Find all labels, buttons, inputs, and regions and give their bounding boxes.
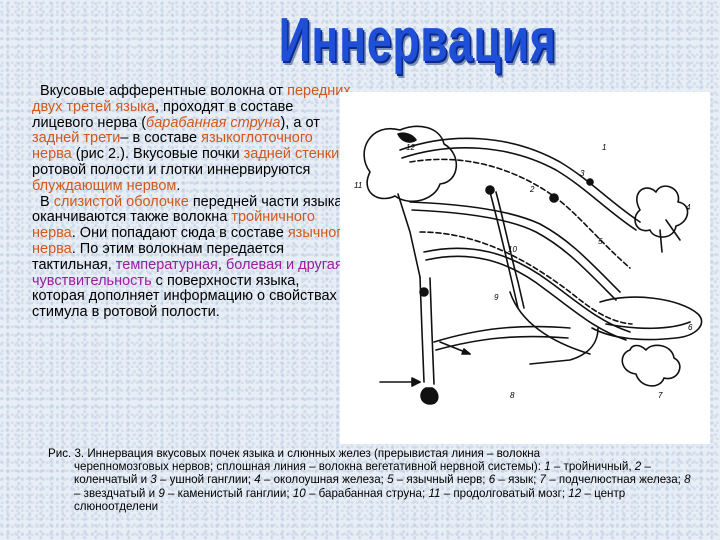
text-run: блуждающим нервом: [32, 177, 177, 194]
caption-run: 8: [684, 473, 691, 487]
fig-label-4: 4: [686, 203, 691, 212]
medulla: [397, 193, 421, 278]
salivation-center: [397, 132, 417, 143]
text-run: слизистой оболочке: [53, 193, 189, 210]
caption-run: – подчелюстная железа;: [546, 473, 685, 487]
text-run: язычного нерва: [32, 225, 350, 257]
text-run: ,: [217, 256, 226, 273]
geniculate-ganglion: [485, 185, 495, 195]
text-run: передних двух третей языка: [32, 83, 351, 115]
caption-run: – тройничный,: [550, 460, 635, 474]
caption-run: 5: [387, 473, 394, 487]
parotid-gland: [634, 185, 689, 238]
fig-label-8: 8: [510, 391, 515, 400]
stellate-ganglion: [420, 387, 439, 405]
nerve-trunk-lower: [423, 247, 631, 333]
text-run: ), а от: [280, 114, 320, 131]
trigeminal-ganglion: [586, 178, 594, 186]
caption-run: – каменистый ганглии;: [164, 486, 293, 500]
caption-run: 3: [150, 473, 157, 487]
brain-outline: [363, 125, 458, 203]
fig-label-7: 7: [658, 391, 663, 400]
text-run: – в составе: [120, 130, 202, 147]
caption-run: 4: [254, 473, 261, 487]
innervation-diagram-svg: 12 11 1 2 3 4 5 6 7 8 9 10: [354, 125, 703, 405]
fig-label-11: 11: [354, 181, 362, 190]
text-run: , проходят в составе лицевого нерва (: [32, 98, 294, 131]
text-run: задней стенки: [243, 146, 340, 163]
text-run: .: [176, 177, 181, 194]
jaw-outline: [529, 327, 599, 365]
body-text: Вкусовые афферентные волокна от передних…: [32, 83, 352, 321]
paragraph-taste-afferents: Вкусовые афферентные волокна от передних…: [32, 83, 352, 195]
fig-label-5: 5: [598, 237, 603, 246]
caption-run: 2: [634, 460, 642, 474]
nerve-trunk-upper: [399, 137, 641, 223]
submandibular-gland: [621, 344, 681, 387]
caption-run: – продолговатый мозг;: [440, 486, 569, 500]
caption-run: 6: [488, 473, 496, 487]
caption-run: – центр слюноотделени: [74, 486, 626, 513]
petrosal-ganglion: [419, 287, 429, 297]
text-run: ротовой полости и глотки иннервируются: [32, 161, 311, 178]
caption-run: черепномозговых нервов; сплошная линия –…: [74, 460, 545, 474]
figure-caption: Рис. 3. Иннервация вкусовых почек языка …: [48, 447, 698, 513]
cranial-fibers-dashed: [409, 158, 631, 269]
fig-label-1: 1: [602, 143, 606, 152]
fig-label-10: 10: [508, 245, 517, 254]
caption-run: 11: [428, 486, 441, 500]
caption-run: 7: [539, 473, 546, 487]
text-run: с поверхности языка, которая дополняет и…: [32, 272, 337, 321]
caption-run: – ушной ганглии;: [156, 473, 255, 487]
fig-label-2: 2: [529, 185, 535, 194]
text-run: барабанная струна: [146, 114, 281, 131]
otic-ganglion: [549, 193, 559, 203]
text-run: тройничного нерва: [32, 209, 315, 242]
innervation-diagram: 12 11 1 2 3 4 5 6 7 8 9 10: [340, 92, 710, 444]
caption-run: – язык;: [495, 473, 540, 487]
caption-lead: Рис. 3. Иннервация вкусовых почек языка …: [48, 447, 541, 460]
text-run: задней трети: [32, 130, 121, 147]
tongue: [591, 296, 703, 341]
text-run: передней части языка оканчиваются также …: [32, 193, 343, 226]
caption-run: 1: [544, 460, 551, 474]
caption-run: – коленчатый и: [74, 460, 651, 487]
fig-label-3: 3: [580, 169, 585, 178]
caption-run: – околоушная железа;: [260, 473, 388, 487]
fig-label-6: 6: [688, 323, 693, 332]
text-run: . Они попадают сюда в составе: [71, 225, 288, 242]
caption-run: – барабанная струна;: [305, 486, 429, 500]
paragraph-trigeminal: В слизистой оболочке передней части язык…: [32, 193, 352, 321]
text-run: температурная: [115, 256, 218, 273]
caption-run: 9: [158, 486, 165, 500]
caption-run: 10: [292, 486, 306, 500]
fig-label-9: 9: [494, 293, 499, 302]
text-run: (рис 2.). Вкусовые почки: [71, 146, 244, 163]
nerve-trunk-middle: [409, 201, 621, 293]
chorda-tympani: [489, 191, 519, 309]
fig-label-12: 12: [406, 143, 415, 152]
text-run: В: [40, 193, 54, 210]
caption-legend: черепномозговых нервов; сплошная линия –…: [48, 460, 698, 513]
caption-run: – язычный нерв;: [393, 473, 489, 487]
text-run: языкоглоточного нерва: [32, 130, 313, 163]
caption-run: 12: [568, 486, 582, 500]
text-run: . По этим волокнам передается тактильная…: [32, 240, 284, 273]
caption-run: – звездчатый и: [74, 486, 159, 500]
text-run: болевая и другая чувствительность: [32, 256, 343, 289]
slide-title: Иннервация: [278, 6, 557, 75]
text-run: Вкусовые афферентные волокна от: [40, 83, 288, 99]
